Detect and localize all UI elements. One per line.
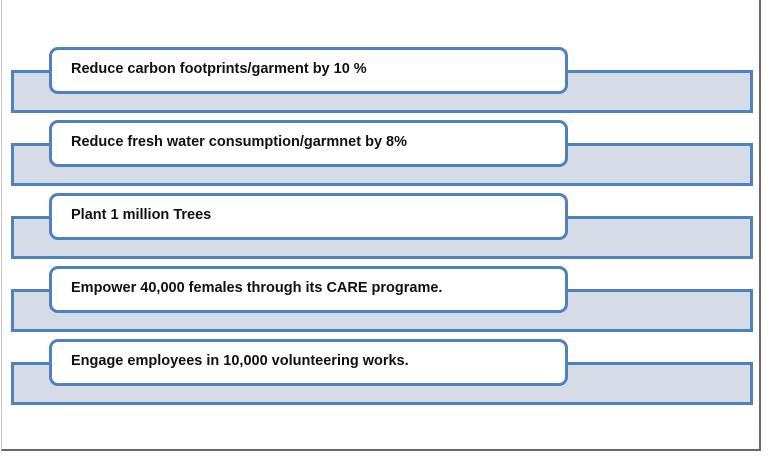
goal-box: Empower 40,000 females through its CARE … <box>49 266 568 313</box>
goal-label: Empower 40,000 females through its CARE … <box>71 280 443 296</box>
goal-item-1: Reduce carbon footprints/garment by 10 % <box>0 47 768 117</box>
goal-item-3: Plant 1 million Trees <box>0 193 768 263</box>
goal-box: Plant 1 million Trees <box>49 193 568 240</box>
image-frame <box>1 0 761 451</box>
goal-label: Plant 1 million Trees <box>71 207 212 223</box>
goal-item-5: Engage employees in 10,000 volunteering … <box>0 339 768 409</box>
goal-item-2: Reduce fresh water consumption/garmnet b… <box>0 120 768 190</box>
goal-box: Reduce carbon footprints/garment by 10 % <box>49 47 568 94</box>
goal-box: Reduce fresh water consumption/garmnet b… <box>49 120 568 167</box>
goal-label: Reduce fresh water consumption/garmnet b… <box>71 134 407 150</box>
goal-label: Reduce carbon footprints/garment by 10 % <box>71 61 367 77</box>
goal-box: Engage employees in 10,000 volunteering … <box>49 339 568 386</box>
goal-item-4: Empower 40,000 females through its CARE … <box>0 266 768 336</box>
goal-label: Engage employees in 10,000 volunteering … <box>71 353 409 369</box>
